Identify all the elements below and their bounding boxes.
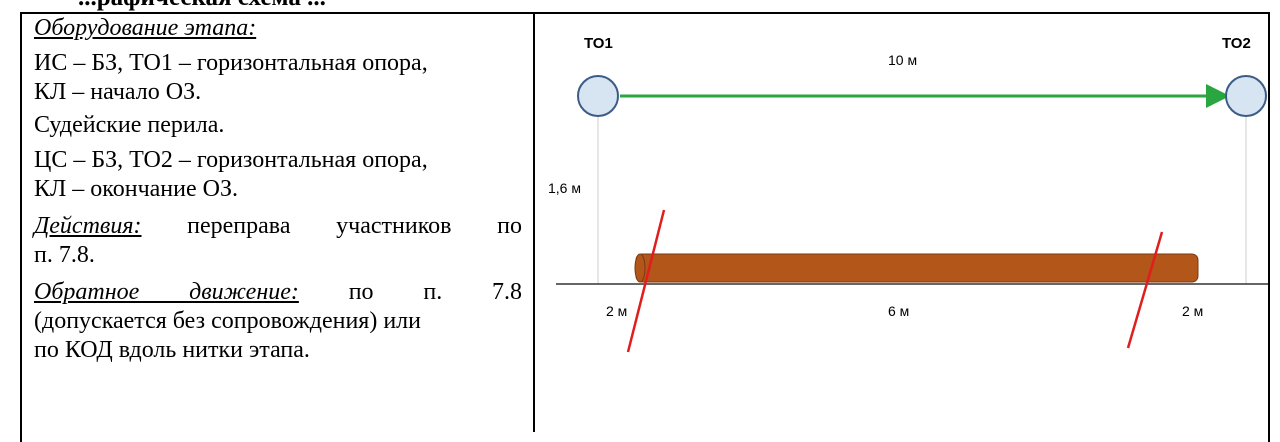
middle-length-label: 6 м [888, 303, 909, 319]
log-left-end [634, 253, 646, 283]
return-text-c: по КОД вдоль нитки этапа. [34, 337, 310, 363]
return-text-a: по п. 7.8 [298, 279, 522, 305]
equipment-line-2: КЛ – начало ОЗ. [34, 79, 202, 105]
return-label: Обратное движение: [34, 279, 299, 305]
actions-text-a: переправа участников по [141, 213, 522, 239]
stage-table [20, 12, 1270, 442]
equipment-line-3: Судейские перила. [34, 112, 225, 138]
end-zone-boundary [1126, 231, 1164, 349]
stage-diagram: ТО1 ТО2 10 м 1,6 м 2 м 6 м 2 м [536, 14, 1268, 427]
equipment-line-1: ИС – БЗ, ТО1 – горизонтальная опора, [34, 50, 428, 76]
equipment-label: Оборудование этапа: [34, 14, 522, 43]
stage-description-cell: Оборудование этапа: ИС – БЗ, ТО1 – гориз… [34, 14, 522, 365]
height-label: 1,6 м [548, 180, 581, 196]
table-column-divider [533, 12, 535, 432]
equipment-label-text: Оборудование этапа: [34, 15, 257, 41]
to1-support-circle [577, 75, 619, 117]
to2-support-circle [1225, 75, 1267, 117]
partial-heading: ...рафическая схема ... [78, 0, 326, 12]
return-paragraph: Обратное движение: по п. 7.8 [34, 278, 522, 307]
equipment-line-4: ЦС – БЗ, ТО2 – горизонтальная опора, [34, 147, 428, 173]
start-zone-boundary [626, 209, 666, 353]
equipment-line-5: КЛ – окончание ОЗ. [34, 176, 238, 202]
actions-label: Действия: [34, 213, 142, 239]
span-length-label: 10 м [888, 52, 917, 68]
actions-text-b: п. 7.8. [34, 242, 95, 268]
to2-label: ТО2 [1222, 35, 1251, 52]
actions-paragraph: Действия: переправа участников по [34, 212, 522, 241]
right-margin-label: 2 м [1182, 303, 1203, 319]
to1-label: ТО1 [584, 35, 613, 52]
stage-diagram-svg: ТО1 ТО2 10 м 1,6 м 2 м 6 м 2 м [548, 35, 1268, 353]
log-crossing [635, 253, 1199, 283]
left-margin-label: 2 м [606, 303, 627, 319]
return-text-b: (допускается без сопровождения) или [34, 308, 421, 334]
